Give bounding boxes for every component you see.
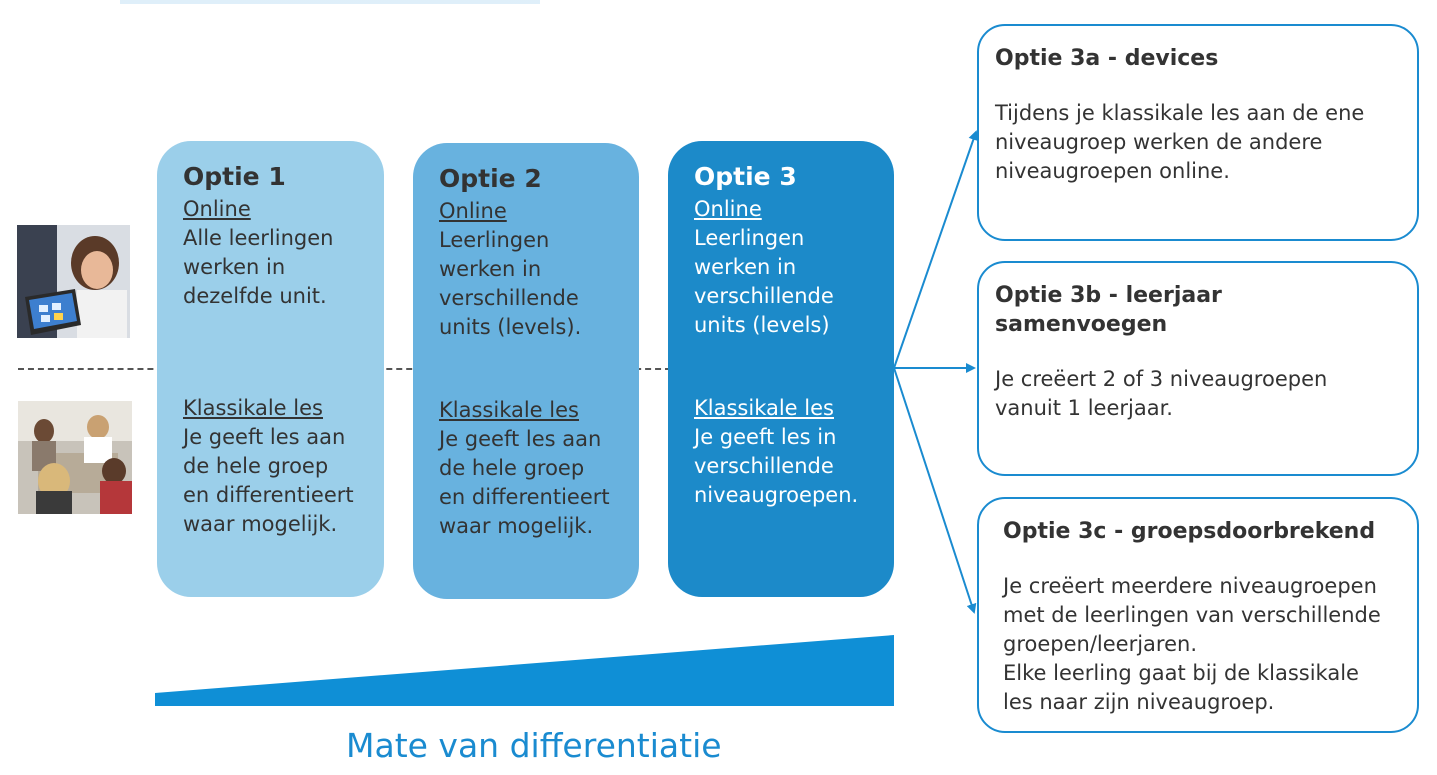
option-3c-line: met de leerlingen van verschillende [1003, 603, 1381, 627]
option-2-online-line: werken in [439, 257, 542, 281]
option-3-class-line: Je geeft les in [694, 425, 837, 449]
option-1-class-line: en differentieert [183, 483, 354, 507]
option-3b-title: Optie 3b - leerjaar samenvoegen [995, 283, 1222, 337]
option-2-class-line: waar mogelijk. [439, 514, 594, 538]
option-3a-line: niveaugroep werken de andere [995, 130, 1323, 154]
option-1-column: Optie 1 Online Alle leerlingen werken in… [157, 141, 384, 597]
option-2-class-line: en differentieert [439, 485, 610, 509]
cropped-title-remnant [120, 0, 540, 4]
option-3-online-line: werken in [694, 255, 797, 279]
option-3c-line: Elke leerling gaat bij de klassikale [1003, 661, 1359, 685]
differentiation-label: Mate van differentiatie [346, 726, 722, 765]
option-3c-line: les naar zijn niveaugroep. [1003, 690, 1275, 714]
option-3-title: Optie 3 [694, 162, 797, 191]
option-3b-line: Je creëert 2 of 3 niveaugroepen [995, 367, 1328, 391]
classroom-photo-icon [18, 401, 132, 514]
option-2-online-line: units (levels). [439, 315, 582, 339]
option-3a-box: Optie 3a - devices Tijdens je klassikale… [977, 24, 1419, 241]
option-3-online-line: Leerlingen [694, 226, 805, 250]
option-1-class-line: de hele groep [183, 454, 329, 478]
option-2-title: Optie 2 [439, 164, 542, 193]
option-2-online-line: Leerlingen [439, 228, 550, 252]
option-1-online-heading: Online [183, 197, 251, 221]
option-3c-box: Optie 3c - groepsdoorbrekend Je creëert … [977, 497, 1419, 733]
option-1-online-line: Alle leerlingen [183, 226, 334, 250]
option-1-online-line: werken in [183, 255, 286, 279]
option-2-class-heading: Klassikale les [439, 398, 579, 422]
option-2-class-line: Je geeft les aan [439, 427, 602, 451]
option-3-class-line: verschillende [694, 454, 834, 478]
option-2-online-line: verschillende [439, 286, 579, 310]
option-3c-title: Optie 3c - groepsdoorbrekend [1003, 519, 1376, 544]
option-1-class-heading: Klassikale les [183, 396, 323, 420]
option-3a-line: Tijdens je klassikale les aan de ene [995, 101, 1365, 125]
option-3c-line: Je creëert meerdere niveaugroepen [1003, 574, 1377, 598]
option-3b-line: vanuit 1 leerjaar. [995, 396, 1173, 420]
option-1-class-line: waar mogelijk. [183, 512, 338, 536]
option-1-online-line: dezelfde unit. [183, 284, 327, 308]
option-3a-title: Optie 3a - devices [995, 46, 1219, 71]
option-3-online-line: verschillende [694, 284, 834, 308]
arrow-to-3a [893, 130, 979, 369]
option-1-class-line: Je geeft les aan [183, 425, 346, 449]
option-3-online-heading: Online [694, 197, 762, 221]
option-2-online-heading: Online [439, 199, 507, 223]
online-photo-icon [17, 225, 130, 338]
option-2-column: Optie 2 Online Leerlingen werken in vers… [413, 143, 639, 599]
option-3b-box: Optie 3b - leerjaar samenvoegen Je creëe… [977, 261, 1419, 476]
arrow-to-3c [893, 367, 977, 614]
option-2-class-line: de hele groep [439, 456, 585, 480]
option-1-title: Optie 1 [183, 162, 286, 191]
option-3-class-line: niveaugroepen. [694, 483, 859, 507]
differentiation-wedge-shape [155, 635, 894, 706]
option-3c-line: groepen/leerjaren. [1003, 632, 1197, 656]
option-3-class-heading: Klassikale les [694, 396, 834, 420]
option-3-column: Optie 3 Online Leerlingen werken in vers… [668, 141, 894, 597]
option-3a-line: niveaugroepen online. [995, 159, 1230, 183]
option-3-online-line: units (levels) [694, 313, 830, 337]
